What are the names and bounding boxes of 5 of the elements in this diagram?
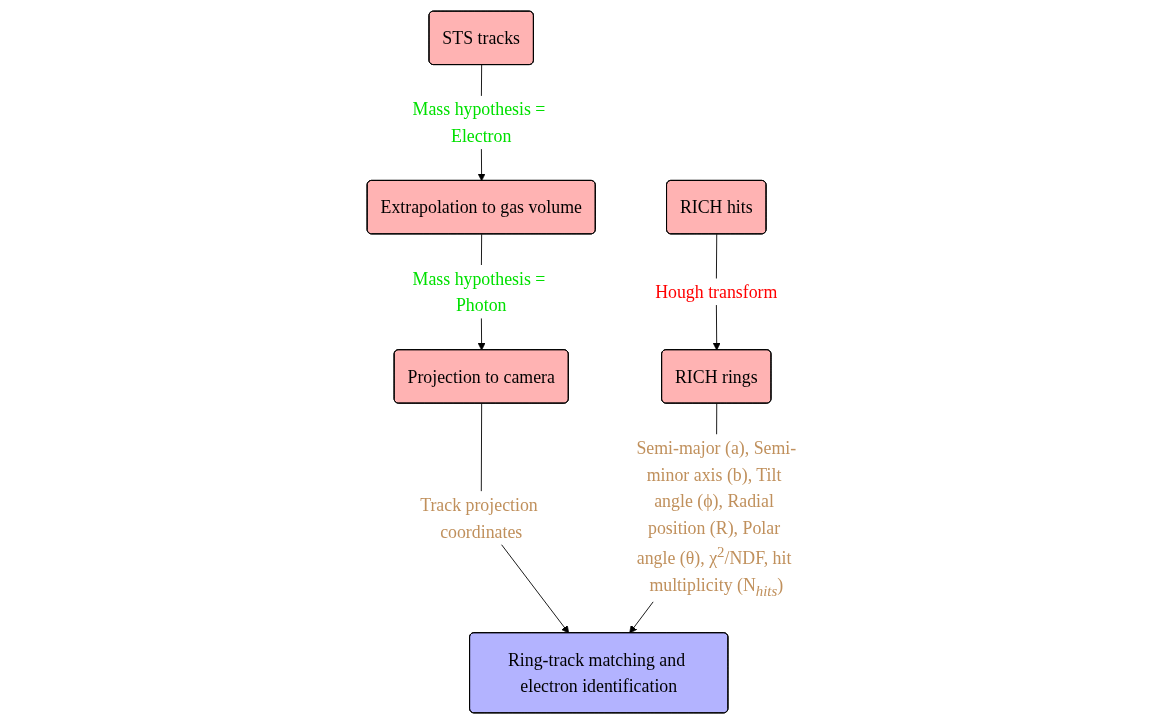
- edge-label: Mass hypothesis = Electron: [412, 99, 546, 146]
- edge-label: Semi-major (a), Semi-minor axis (b), Tilt angle (ϕ), Radial position (R), Polar angle (θ), χ$^{2}$/NDF, hit multiplicity (N$_{hits}$): [636, 437, 796, 599]
- edge-label: Mass hypothesis = Photon: [412, 268, 546, 315]
- edge-label: Hough transform: [654, 281, 778, 302]
- edge-label: Track projection coordinates: [419, 494, 538, 542]
